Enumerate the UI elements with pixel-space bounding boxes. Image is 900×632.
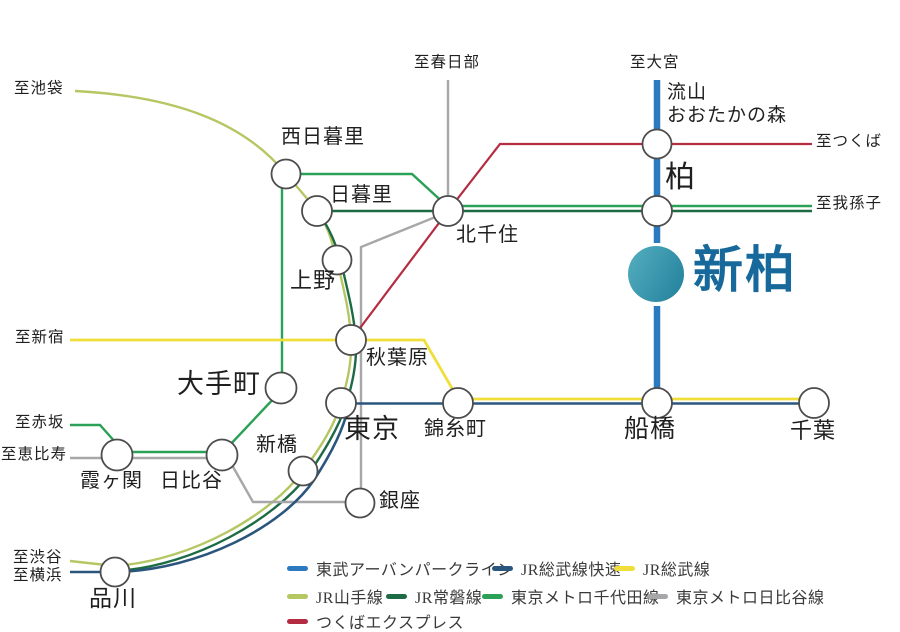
station-label-kinshicho: 錦糸町 — [424, 418, 487, 440]
station-label-shimbashi: 新橋 — [256, 434, 298, 456]
endpoint-label-to-akasaka: 至赤坂 — [15, 414, 65, 431]
station-circle-funabashi — [641, 387, 673, 419]
station-label-kasumigaseki: 霞ヶ関 — [80, 470, 143, 492]
endpoint-label-to-yokohama: 至横浜 — [13, 567, 63, 584]
endpoint-label-to-ikebukuro: 至池袋 — [14, 80, 64, 97]
legend-label-yamanote: JR山手線 — [316, 590, 384, 607]
legend-item-hibiya: 東京メトロ日比谷線 — [647, 586, 825, 607]
station-circle-nagareyama-otakanomori — [641, 128, 673, 160]
station-label-hibiya: 日比谷 — [160, 470, 223, 492]
legend-swatch-hibiya — [647, 593, 668, 599]
endpoint-label-to-shibuya: 至渋谷 — [13, 549, 63, 566]
station-label-nagareyama-line2: おおたかの森 — [667, 105, 788, 126]
station-label-funabashi: 船橋 — [624, 416, 677, 443]
line-chiyoda — [70, 172, 812, 454]
station-circle-otemachi — [264, 371, 298, 405]
legend-swatch-chiyoda — [482, 593, 503, 599]
legend-item-yamanote: JR山手線 — [287, 586, 384, 607]
highlight-station-label-shin-kashiwa: 新柏 — [693, 242, 797, 298]
station-circle-nishi-nippori — [270, 158, 302, 190]
station-circle-kasumigaseki — [100, 438, 134, 472]
station-circle-ueno — [321, 244, 353, 276]
endpoint-label-to-ebisu: 至恵比寿 — [1, 446, 68, 463]
legend-label-sobu-local: JR総武線 — [643, 562, 711, 579]
station-label-chiba: 千葉 — [790, 418, 837, 443]
legend-swatch-yamanote — [287, 593, 308, 599]
legend-swatch-sobu-local — [614, 565, 635, 571]
legend-label-joban: JR常磐線 — [415, 590, 483, 607]
station-circle-akihabara — [335, 324, 367, 356]
endpoint-label-to-abiko: 至我孫子 — [816, 195, 883, 212]
highlight-station-circle-shin-kashiwa — [628, 246, 684, 302]
station-label-ueno: 上野 — [290, 268, 337, 293]
legend-label-hibiya: 東京メトロ日比谷線 — [676, 590, 825, 607]
station-circles — [99, 128, 830, 588]
line-sobu-rapid — [70, 402, 806, 574]
legend-label-sobu-rapid: JR総武線快速 — [521, 562, 622, 579]
station-label-otemachi: 大手町 — [177, 369, 261, 399]
endpoint-label-to-tsukuba: 至つくば — [816, 133, 883, 150]
station-circle-hibiya — [205, 438, 239, 472]
station-circle-kita-senju — [432, 195, 464, 227]
station-label-nagareyama-line1: 流山 — [667, 82, 708, 103]
station-label-nippori: 日暮里 — [330, 184, 393, 206]
line-sobu-local — [70, 338, 801, 401]
legend-item-sobu-local: JR総武線 — [614, 558, 711, 579]
endpoint-label-to-omiya: 至大宮 — [630, 54, 680, 71]
legend-swatch-tobu — [287, 565, 308, 571]
legend-item-tsukuba-express: つくばエクスプレス — [287, 611, 465, 632]
station-circle-shinagawa — [99, 556, 131, 588]
station-circle-kinshicho — [442, 387, 474, 419]
station-label-ginza: 銀座 — [379, 490, 421, 512]
legend-swatch-sobu-rapid — [492, 565, 513, 571]
station-label-shinagawa: 品川 — [89, 586, 137, 611]
station-circle-ginza — [344, 487, 376, 519]
legend-item-tobu: 東武アーバンパークライン — [287, 558, 514, 579]
endpoint-label-to-kasukabe: 至春日部 — [414, 54, 481, 71]
station-label-kashiwa: 柏 — [665, 161, 696, 194]
legend-swatch-joban — [386, 593, 407, 599]
line-yamanote — [69, 89, 353, 568]
legend-label-tsukuba-express: つくばエクスプレス — [316, 615, 465, 632]
station-label-kita-senju: 北千住 — [456, 224, 519, 246]
legend-item-joban: JR常磐線 — [386, 586, 483, 607]
station-circle-nippori — [301, 195, 333, 227]
legend-swatch-tsukuba-express — [287, 618, 308, 624]
legend-label-tobu: 東武アーバンパークライン — [316, 562, 514, 579]
legend-label-chiyoda: 東京メトロ千代田線 — [511, 590, 660, 607]
station-circle-chiba — [798, 387, 830, 419]
station-circles-fill — [99, 128, 830, 588]
legend-item-chiyoda: 東京メトロ千代田線 — [482, 586, 660, 607]
station-circle-tokyo — [325, 387, 357, 419]
station-label-nishi-nippori: 西日暮里 — [281, 126, 365, 148]
endpoint-label-to-shinjuku: 至新宿 — [15, 329, 65, 346]
legend-item-sobu-rapid: JR総武線快速 — [492, 558, 622, 579]
station-circle-kashiwa — [641, 195, 673, 227]
station-label-tokyo: 東京 — [344, 414, 400, 444]
station-circle-shimbashi — [287, 455, 319, 487]
station-label-akihabara: 秋葉原 — [366, 347, 429, 369]
